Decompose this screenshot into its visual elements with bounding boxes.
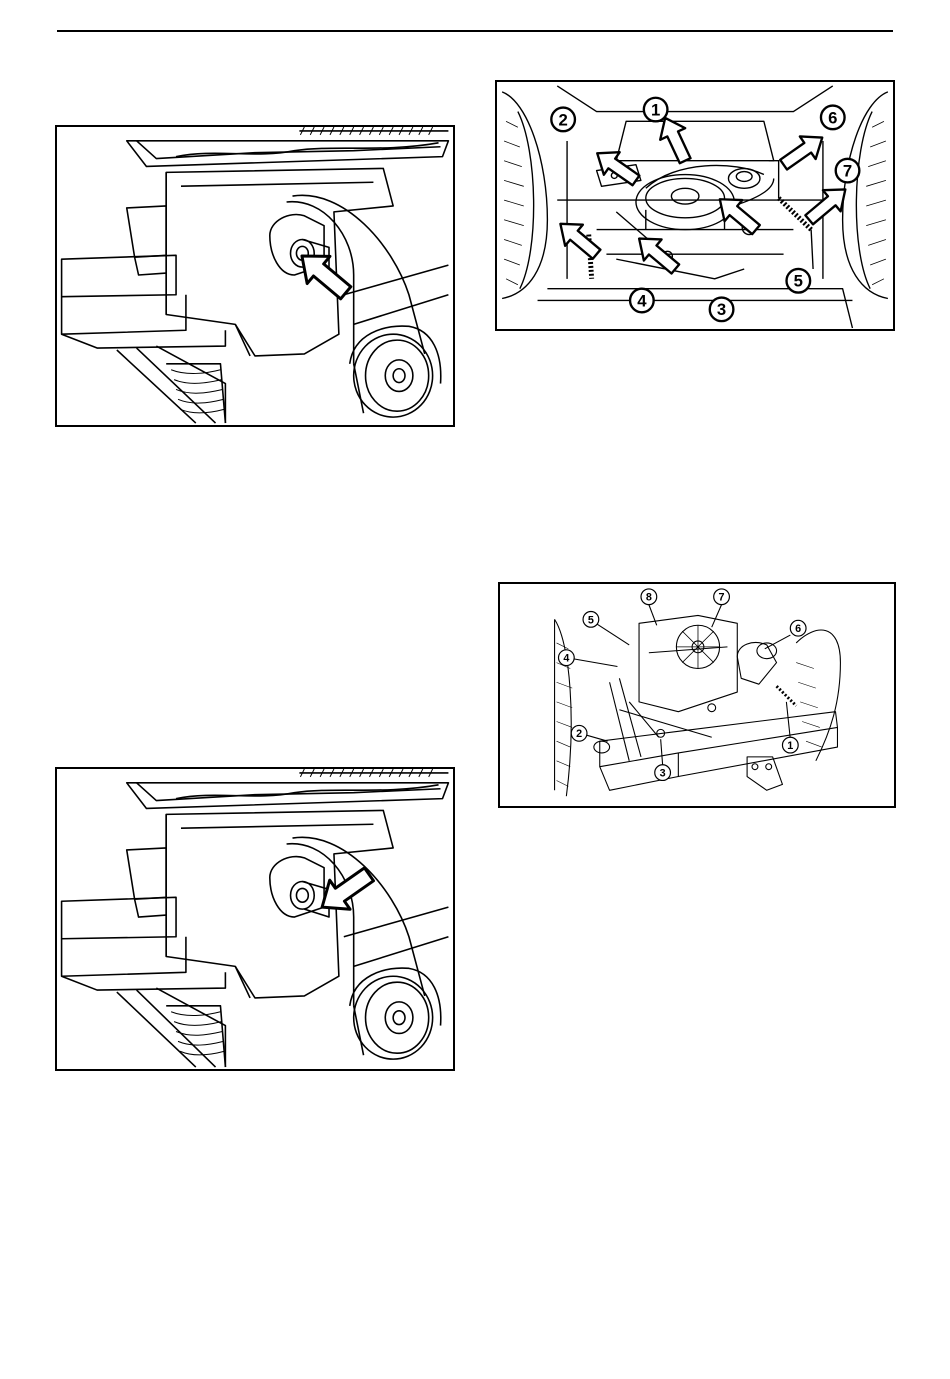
svg-text:5: 5: [588, 614, 594, 626]
svg-text:7: 7: [843, 161, 852, 180]
callout-7: 7: [836, 159, 860, 183]
svg-text:4: 4: [563, 653, 569, 665]
figure-belt-removal-2: [55, 767, 455, 1071]
callout-2: 2: [551, 108, 575, 132]
svg-text:1: 1: [651, 100, 660, 119]
figure-4-illustration: [57, 769, 453, 1069]
arrow-icon-6: [776, 126, 830, 176]
figure-mower-underside-callouts: 1 2 3 4 5 6 7: [495, 80, 895, 331]
callout-6: 6: [821, 106, 845, 130]
callout-1: 1: [644, 98, 668, 122]
callout-2: 2: [571, 725, 587, 741]
arrow-icon: [312, 860, 379, 922]
callout-8: 8: [641, 589, 657, 605]
header-rule: [57, 30, 893, 32]
callout-5: 5: [787, 269, 811, 293]
svg-text:1: 1: [787, 740, 793, 752]
svg-text:6: 6: [828, 108, 837, 127]
callout-4: 4: [558, 650, 574, 666]
svg-text:5: 5: [794, 272, 803, 291]
callout-7: 7: [714, 589, 730, 605]
figure-1-illustration: [57, 127, 453, 425]
callout-5: 5: [583, 612, 599, 628]
callout-3: 3: [655, 765, 671, 781]
figure-2-illustration: 1 2 3 4 5 6 7: [497, 82, 893, 329]
svg-text:7: 7: [719, 592, 725, 604]
svg-text:3: 3: [717, 300, 726, 319]
arrow-icon-4: [552, 213, 606, 264]
figure-3-illustration: 8 7 5 6 4 2 3: [500, 584, 894, 806]
svg-text:4: 4: [637, 291, 647, 310]
svg-text:2: 2: [558, 110, 567, 129]
callout-3: 3: [710, 298, 734, 322]
callout-6: 6: [790, 620, 806, 636]
callout-4: 4: [630, 289, 654, 313]
svg-text:8: 8: [646, 592, 652, 604]
svg-text:6: 6: [795, 623, 801, 635]
figure-engine-callouts: 8 7 5 6 4 2 3: [498, 582, 896, 808]
callout-1: 1: [782, 737, 798, 753]
arrow-icon-7: [800, 179, 854, 230]
svg-text:2: 2: [576, 728, 582, 740]
figure-belt-removal-1: [55, 125, 455, 427]
svg-text:3: 3: [660, 768, 666, 780]
